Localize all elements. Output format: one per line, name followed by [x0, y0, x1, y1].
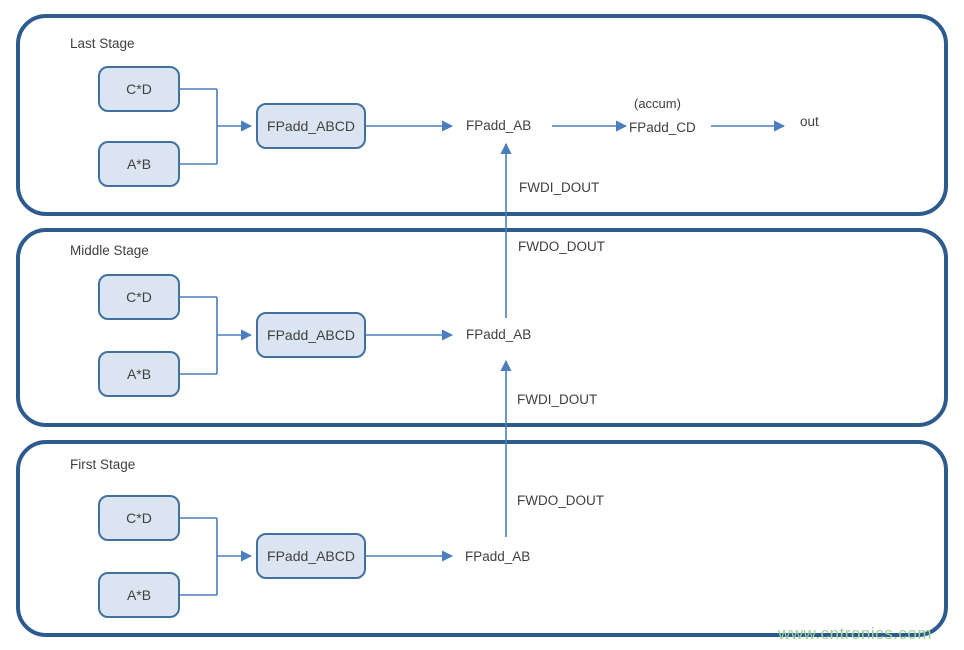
- fpadd-cd-label: FPadd_CD: [629, 120, 696, 135]
- first-stage-cd-multiply-node: C*D: [98, 495, 180, 541]
- middle-stage-fpadd-abcd-node: FPadd_ABCD: [256, 312, 366, 358]
- middle-stage-fwdo-dout-label: FWDO_DOUT: [518, 239, 605, 254]
- last-stage-fpadd-ab-label: FPadd_AB: [466, 118, 532, 133]
- last-stage-fpadd-abcd-node: FPadd_ABCD: [256, 103, 366, 149]
- last-stage-title: Last Stage: [70, 36, 135, 51]
- middle-stage-cd-multiply-node: C*D: [98, 274, 180, 320]
- first-stage-ab-multiply-node: A*B: [98, 572, 180, 618]
- output-label: out: [800, 114, 819, 129]
- first-stage-fpadd-ab-label: FPadd_AB: [465, 549, 531, 564]
- middle-stage-fwdi-dout-label: FWDI_DOUT: [517, 392, 598, 407]
- first-stage-fwdo-dout-label: FWDO_DOUT: [517, 493, 604, 508]
- last-stage-fwdi-dout-label: FWDI_DOUT: [519, 180, 600, 195]
- last-stage-cd-multiply-node: C*D: [98, 66, 180, 112]
- middle-stage-fpadd-ab-label: FPadd_AB: [466, 327, 532, 342]
- middle-stage-ab-multiply-node: A*B: [98, 351, 180, 397]
- first-stage-fpadd-abcd-node: FPadd_ABCD: [256, 533, 366, 579]
- watermark-text: www.cntronics.com: [778, 624, 932, 643]
- middle-stage-title: Middle Stage: [70, 243, 149, 258]
- last-stage-ab-multiply-node: A*B: [98, 141, 180, 187]
- first-stage-title: First Stage: [70, 457, 136, 472]
- accum-note-label: (accum): [634, 96, 681, 111]
